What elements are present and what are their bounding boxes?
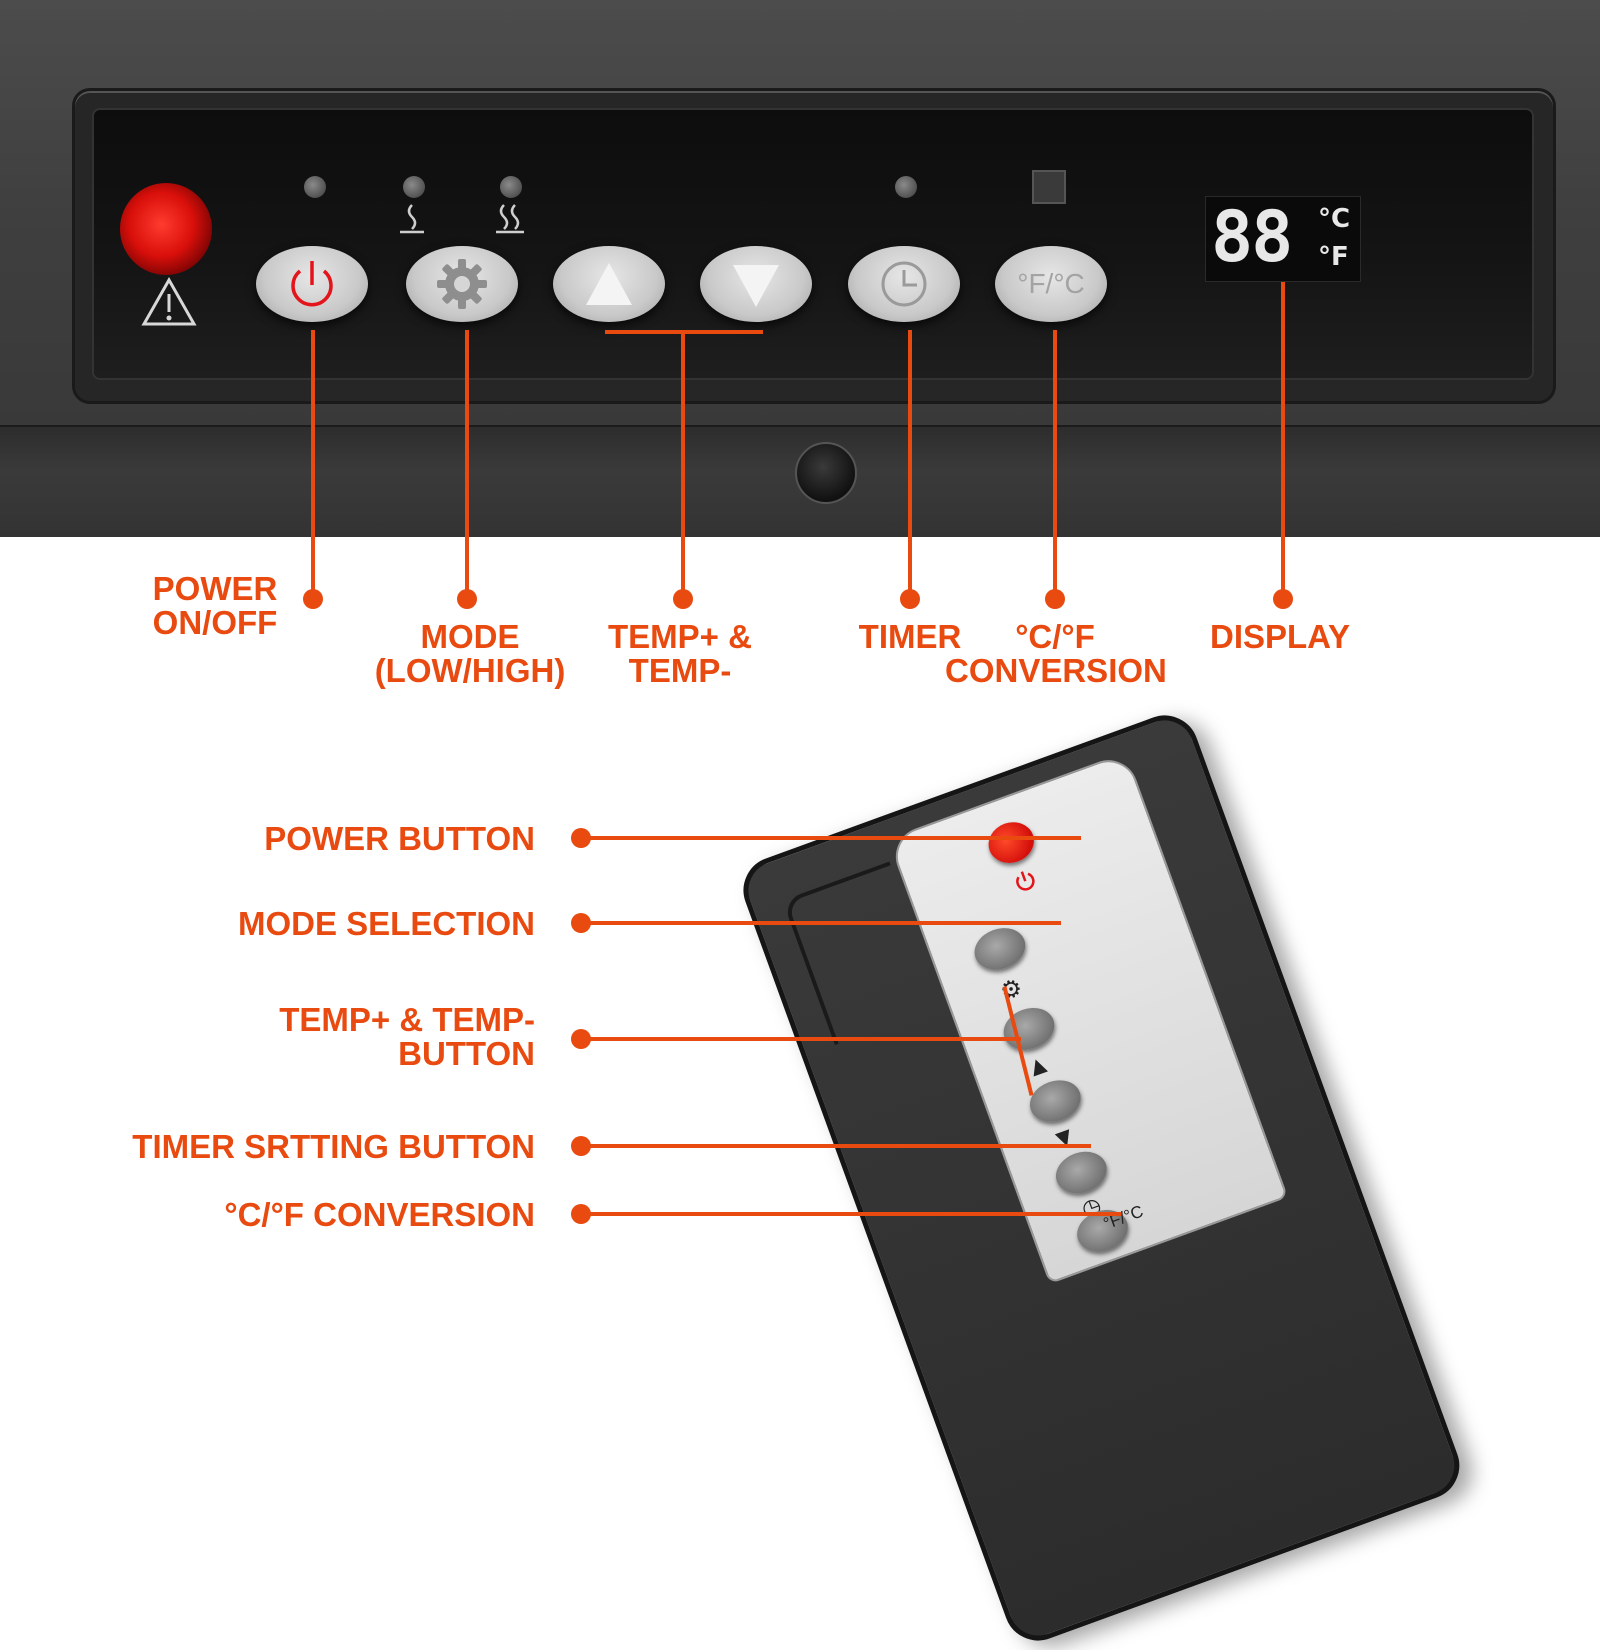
callout-line-display [1281, 282, 1285, 600]
remote-label-power: POWER BUTTON [264, 820, 535, 857]
low-led [403, 176, 425, 198]
triangle-down-icon [733, 265, 779, 307]
callout-line-mode [465, 330, 469, 600]
label-conversion: °C/°F CONVERSION [945, 618, 1167, 689]
remote-timer-button[interactable] [1050, 1144, 1113, 1201]
clock-icon [881, 261, 927, 307]
screw [795, 442, 857, 504]
high-heat-icon [496, 204, 524, 234]
power-indicator-light [120, 183, 212, 275]
power-led [304, 176, 326, 198]
label-display: DISPLAY [1210, 618, 1350, 655]
panel-conversion-button[interactable]: °F/°C [995, 246, 1107, 322]
remote-line-power [581, 836, 1081, 840]
low-heat-icon [400, 204, 424, 234]
fahrenheit-celsius-icon: °F/°C [1017, 268, 1085, 299]
panel-timer-button[interactable] [848, 246, 960, 322]
label-temp: TEMP+ & TEMP- [608, 618, 752, 689]
callout-dot-timer [900, 589, 920, 609]
remote-face-panel: ⚙ ▲ ▼ ◷ [887, 751, 1289, 1285]
remote-control: ⚙ ▲ ▼ ◷ [733, 705, 1469, 1650]
remote-line-timer [581, 1144, 1091, 1148]
temperature-display [1205, 196, 1361, 282]
display-unit-fahrenheit: °F [1318, 242, 1349, 272]
label-timer: TIMER [858, 618, 962, 655]
panel-temp-down-button[interactable] [700, 246, 812, 322]
remote-power-button[interactable] [982, 815, 1040, 870]
panel-mode-button[interactable] [406, 246, 518, 322]
sensor-window [1032, 170, 1066, 204]
panel-power-button[interactable] [256, 246, 368, 322]
remote-temp-down-button[interactable] [1024, 1073, 1087, 1129]
callout-line-temp [681, 330, 685, 600]
high-led [500, 176, 522, 198]
remote-label-conversion: °C/°F CONVERSION [224, 1196, 535, 1233]
remote-up-icon: ▲ [1026, 1051, 1049, 1079]
remote-power-icon [1016, 871, 1035, 891]
gear-icon [437, 259, 487, 309]
remote-line-temp [581, 1037, 1021, 1041]
label-mode: MODE (LOW/HIGH) [374, 618, 566, 689]
remote-label-timer: TIMER SRTTING BUTTON [132, 1128, 535, 1165]
remote-line-conversion [581, 1212, 1121, 1216]
remote-gear-icon: ⚙ [996, 972, 1027, 1007]
label-power-onoff: POWER ON/OFF [152, 570, 278, 641]
warning-icon [141, 277, 197, 326]
callout-dot-temp [673, 589, 693, 609]
remote-label-mode: MODE SELECTION [237, 905, 535, 942]
callout-dot-display [1273, 589, 1293, 609]
callout-dot-mode [457, 589, 477, 609]
panel-temp-up-button[interactable] [553, 246, 665, 322]
callout-line-conversion [1053, 330, 1057, 600]
callout-line-power [311, 330, 315, 600]
remote-line-mode [581, 921, 1061, 925]
triangle-up-icon [586, 263, 632, 305]
callout-dot-power [303, 589, 323, 609]
remote-label-temp: TEMP+ & TEMP- BUTTON [279, 1001, 535, 1072]
display-unit-celsius: °C [1318, 204, 1351, 234]
callout-dot-conversion [1045, 589, 1065, 609]
power-icon [291, 261, 333, 307]
callout-line-timer [908, 330, 912, 600]
display-digits: 88 [1211, 196, 1293, 278]
timer-led [895, 176, 917, 198]
remote-mode-button[interactable] [968, 921, 1032, 977]
